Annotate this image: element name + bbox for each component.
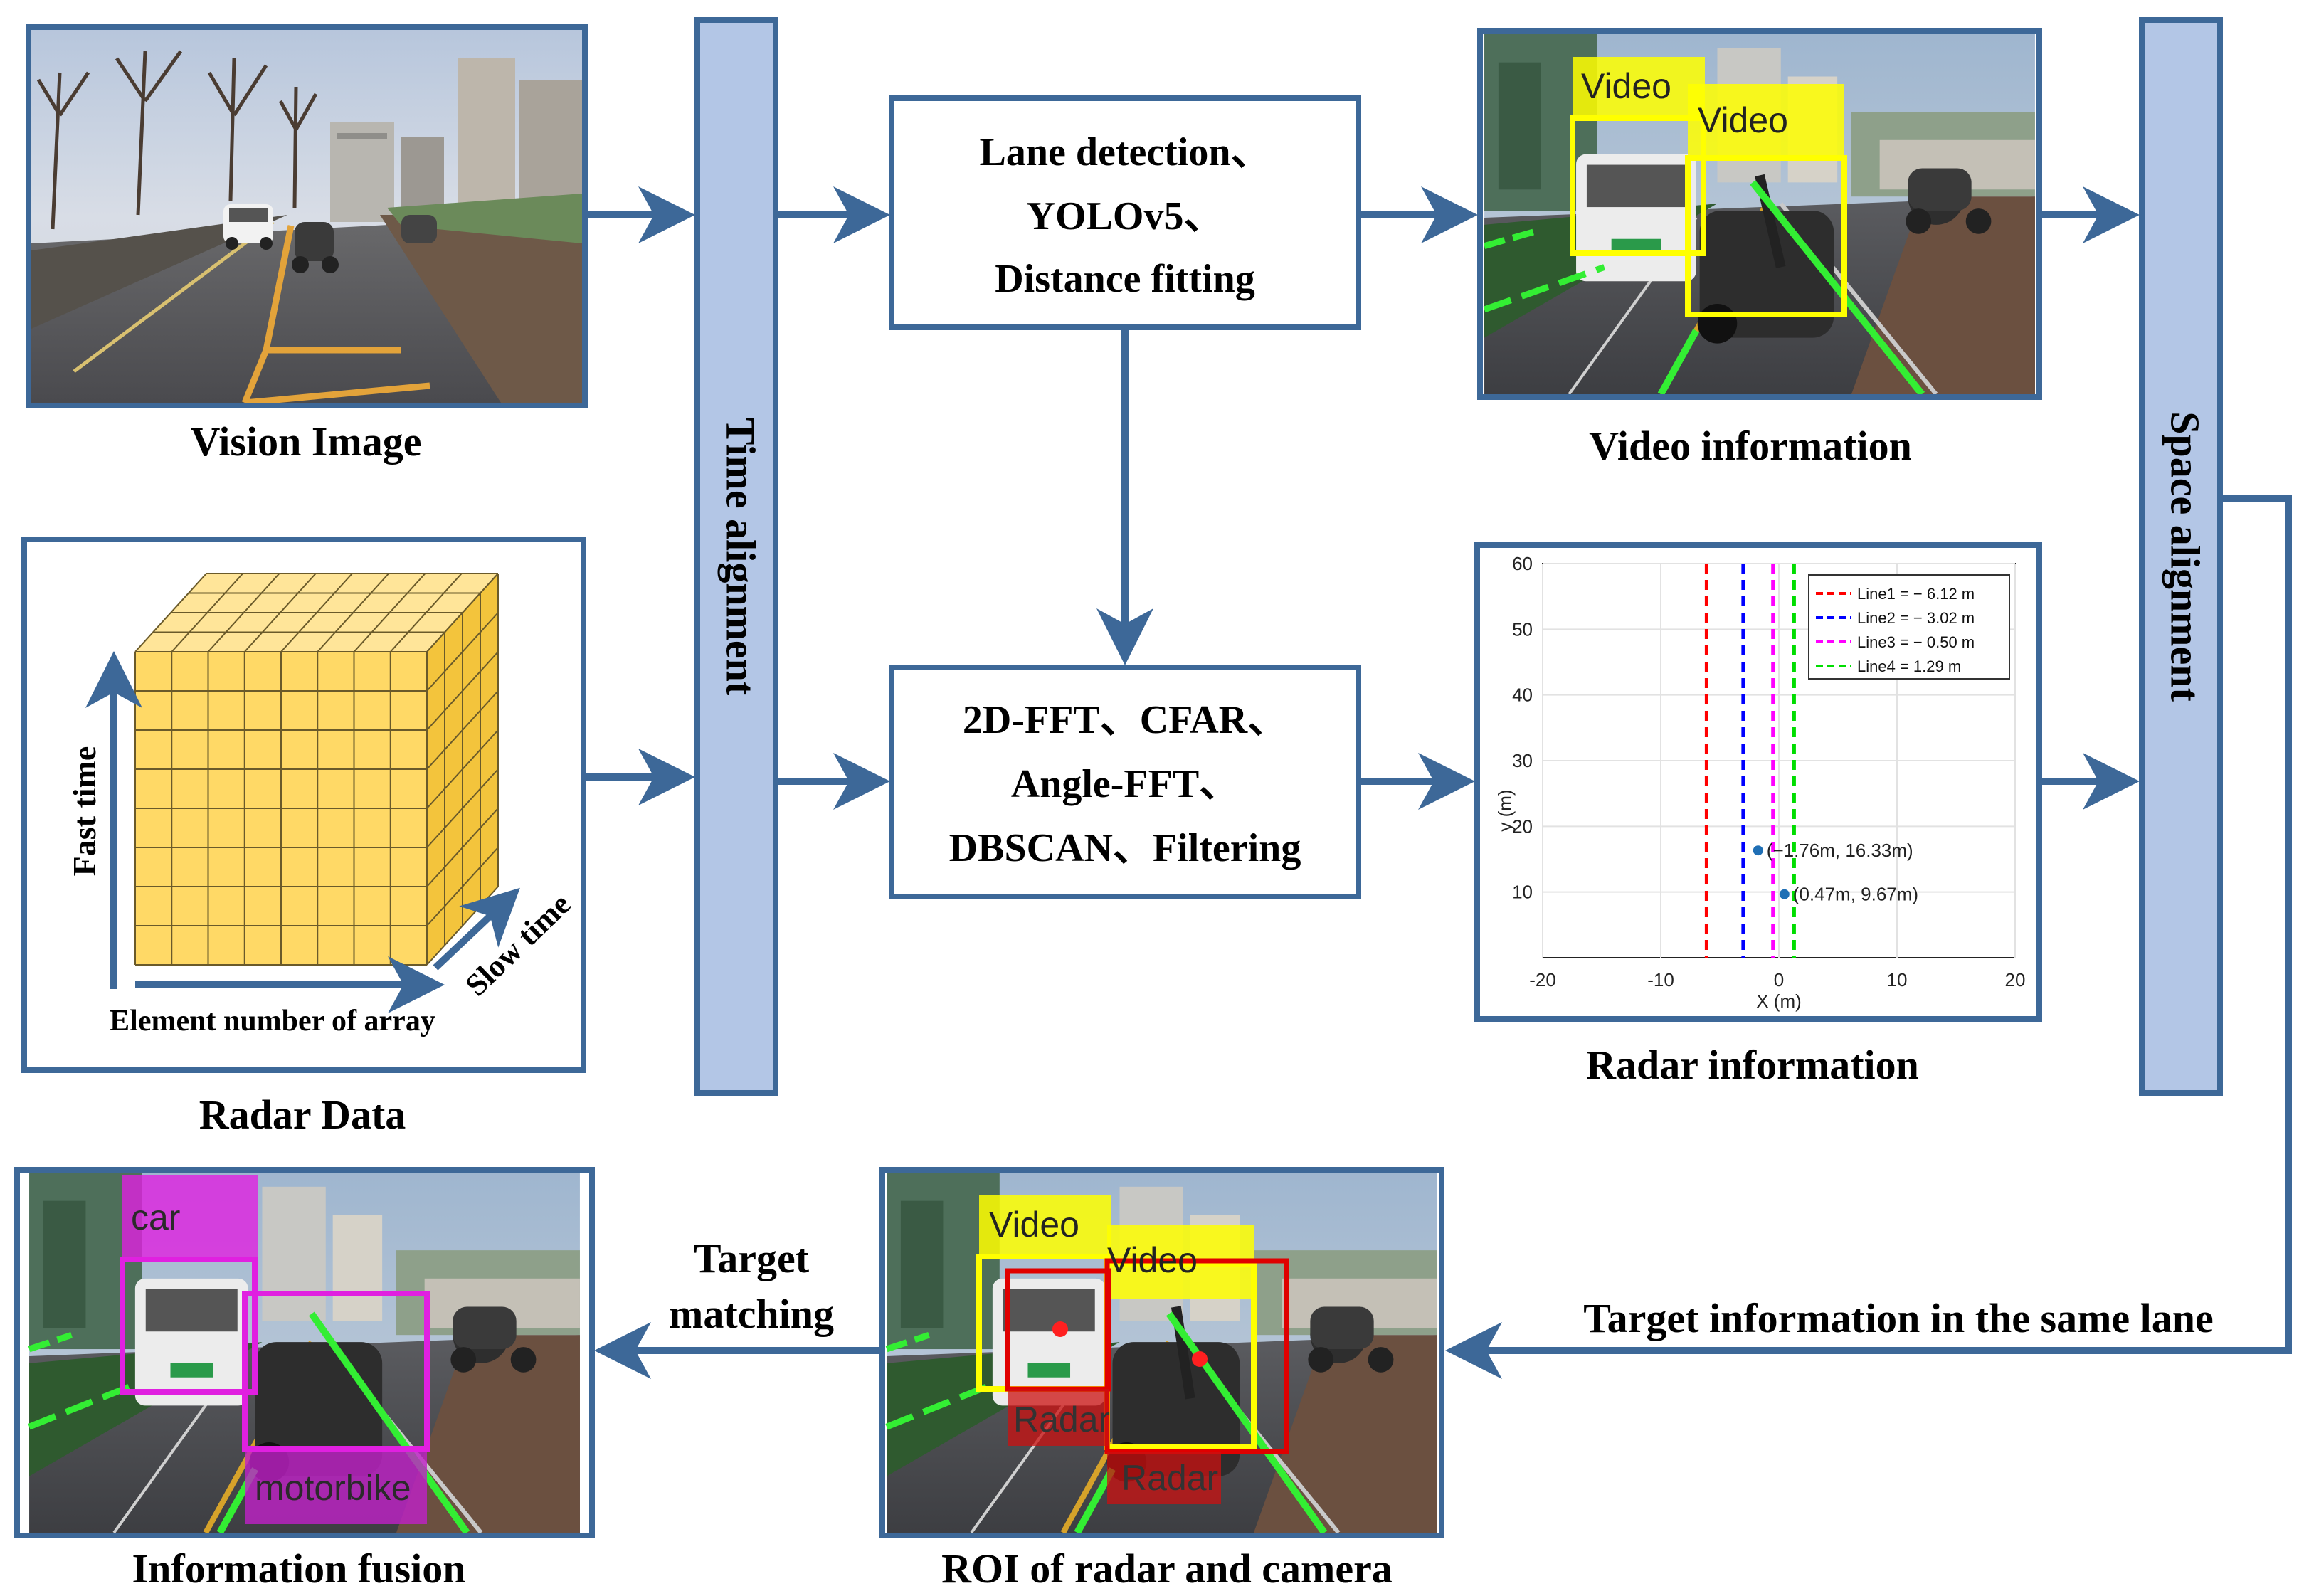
chart-legend-entry: Line2 = − 3.02 m [1857,609,1975,627]
chart-y-tick-label: 40 [1512,685,1533,706]
video-label-b: Video [1698,100,1788,140]
roi-image: Video Video Radar Radar [879,1167,1444,1538]
process-bottom-line-3: DBSCAN、Filtering [949,826,1301,870]
video-label-a: Video [1581,66,1671,106]
process-top-line-3: Distance fitting [995,257,1255,301]
arrow-space-to-roi [1445,495,2292,1379]
time-alignment-bar: Time alignment [694,17,778,1096]
chart-y-tick-label: 60 [1512,553,1533,574]
chart-legend-entry: Line3 = − 0.50 m [1857,633,1975,651]
chart-y-tick-label: 10 [1512,882,1533,903]
chart-point-label: (−1.76m, 16.33m) [1767,840,1913,861]
radar-data-cube [134,573,499,966]
space-alignment-bar: Space alignment [2139,17,2223,1096]
caption-roi: ROI of radar and camera [941,1545,1393,1592]
roi-video-label-a: Video [989,1205,1079,1244]
roi-video-label-b: Video [1107,1240,1198,1280]
chart-y-axis-label: y (m) [1494,789,1516,831]
vision-process-box: Lane detection、 YOLOv5、 Distance fitting [889,95,1361,330]
fusion-car-label: car [131,1198,180,1237]
process-top-line-2: YOLOv5、 [1027,194,1224,238]
chart-x-tick-label: 20 [2005,969,2026,990]
space-alignment-label: Space alignment [2162,411,2209,702]
caption-video-information: Video information [1589,423,1912,469]
roi-radar-label-b: Radar [1121,1458,1218,1498]
fast-time-label: Fast time [66,746,102,877]
radar-process-box: 2D-FFT、CFAR、 Angle-FFT、 DBSCAN、Filtering [889,665,1361,899]
process-bottom-line-1: 2D-FFT、CFAR、 [963,698,1287,742]
chart-x-tick-label: 0 [1774,969,1784,990]
chart-x-tick-label: 10 [1887,969,1908,990]
chart-target-point [1779,889,1790,899]
video-information-image: Video Video [1477,28,2042,400]
roi-radar-label-a: Radar [1013,1400,1110,1439]
chart-y-tick-label: 20 [1512,815,1533,837]
flow-arrows [585,186,2292,1379]
caption-radar-data: Radar Data [199,1092,406,1138]
same-lane-label: Target information in the same lane [1583,1295,2214,1341]
chart-y-tick-label: 50 [1512,618,1533,640]
caption-radar-information: Radar information [1586,1042,1919,1088]
chart-point-label: (0.47m, 9.67m) [1793,884,1918,905]
element-number-label: Element number of array [110,1005,435,1037]
target-matching-line-1: Target [694,1235,810,1281]
chart-target-point [1753,845,1763,856]
chart-legend-entry: Line1 = − 6.12 m [1857,585,1975,603]
caption-information-fusion: Information fusion [132,1545,466,1592]
fusion-motorbike-label: motorbike [255,1468,411,1508]
chart-legend-entry: Line4 = 1.29 m [1857,657,1961,675]
time-alignment-label: Time alignment [718,418,764,696]
process-top-line-1: Lane detection、 [979,130,1270,174]
process-bottom-line-2: Angle-FFT、 [1011,762,1239,806]
fusion-image: car motorbike [14,1167,595,1538]
radar-data-panel: Fast time Slow time Element number of ar… [21,537,586,1073]
chart-y-tick-label: 30 [1512,750,1533,771]
caption-vision-image: Vision Image [191,418,422,465]
target-matching-line-2: matching [669,1291,834,1337]
chart-x-tick-label: -10 [1647,969,1674,990]
vision-image [26,24,588,408]
slow-time-arrow [433,887,520,971]
radar-information-chart: -20 -10 0 10 20 10 20 30 40 50 60 X (m) y (m) (−1.76m… [1474,542,2042,1022]
chart-x-axis-label: X (m) [1756,990,1802,1012]
chart-x-tick-label: -20 [1529,969,1556,990]
